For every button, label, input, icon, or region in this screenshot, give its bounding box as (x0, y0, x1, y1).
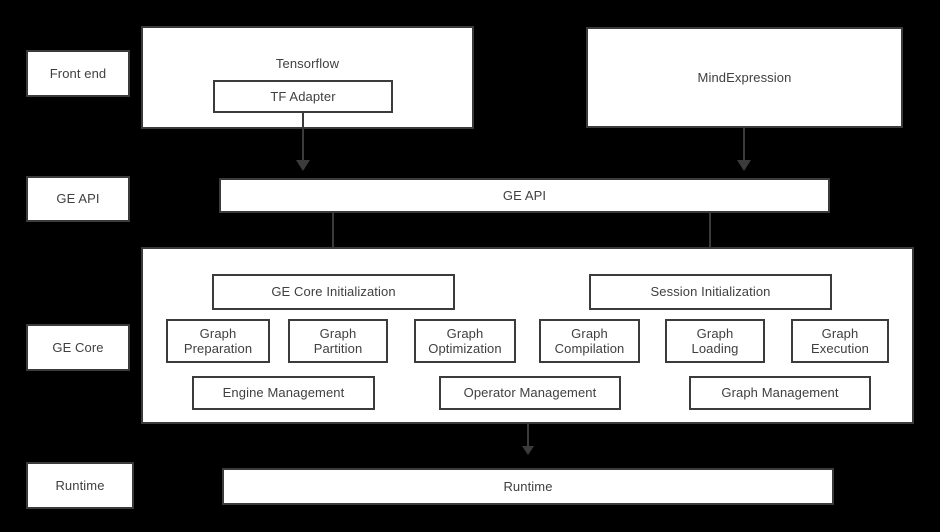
ge-core-initialization-box: GE Core Initialization (212, 274, 455, 310)
arrow-ge-core-to-runtime (522, 446, 534, 455)
tensorflow-container: Tensorflow (141, 26, 474, 129)
stage-label-front-end: Front end (26, 50, 130, 97)
module-graph-execution: Graph Execution (791, 319, 889, 363)
connector-ge-api-to-session-init (709, 213, 711, 259)
connector-mindexpression-to-ge-api (743, 128, 745, 163)
module-graph-loading: Graph Loading (665, 319, 765, 363)
connector-ge-api-to-ge-core-init (332, 213, 334, 259)
stage-label-runtime: Runtime (26, 462, 134, 509)
connector-ge-core-to-runtime (527, 424, 529, 448)
module-graph-preparation: Graph Preparation (166, 319, 270, 363)
runtime-bar: Runtime (222, 468, 834, 505)
arrow-tf-adapter-to-ge-api (296, 160, 310, 171)
stage-label-ge-core: GE Core (26, 324, 130, 371)
management-graph: Graph Management (689, 376, 871, 410)
arrow-mindexpression-to-ge-api (737, 160, 751, 171)
mindexpression-container: MindExpression (586, 27, 903, 128)
tensorflow-label: Tensorflow (275, 56, 340, 71)
session-initialization-box: Session Initialization (589, 274, 832, 310)
module-graph-partition: Graph Partition (288, 319, 388, 363)
ge-api-bar: GE API (219, 178, 830, 213)
management-operator: Operator Management (439, 376, 621, 410)
tf-adapter-box: TF Adapter (213, 80, 393, 113)
module-graph-compilation: Graph Compilation (539, 319, 640, 363)
module-graph-optimization: Graph Optimization (414, 319, 516, 363)
stage-label-ge-api: GE API (26, 176, 130, 222)
management-engine: Engine Management (192, 376, 375, 410)
connector-tf-adapter-to-ge-api (302, 113, 304, 163)
